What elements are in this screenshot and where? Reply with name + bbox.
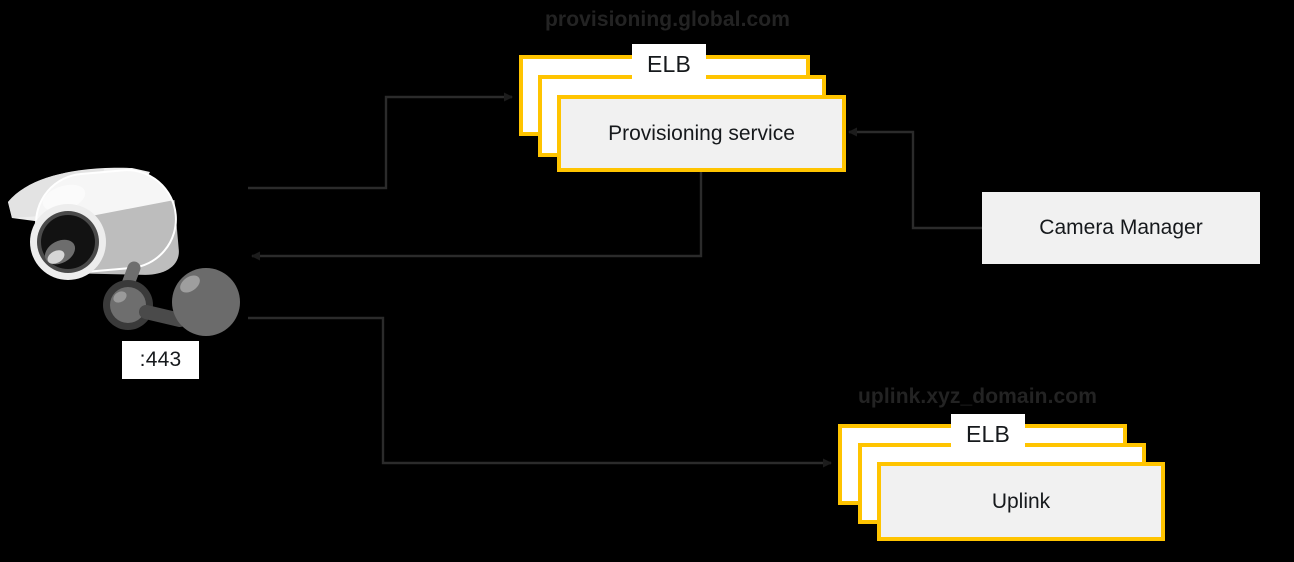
port-label-text: :443 <box>139 348 182 371</box>
provisioning-elb-text: ELB <box>646 51 692 77</box>
uplink-elb-text: ELB <box>965 421 1011 447</box>
security-camera-icon <box>8 167 240 336</box>
edge-camera-manager-to-provisioning <box>848 127 982 230</box>
provisioning-card-front[interactable] <box>557 95 846 172</box>
uplink-card-front[interactable] <box>877 462 1165 541</box>
provisioning-service-label: Provisioning service <box>608 121 795 145</box>
uplink-elb-label: ELB <box>951 414 1025 455</box>
edge-provisioning-to-camera <box>251 172 703 261</box>
camera-manager-box[interactable]: Camera Manager <box>982 192 1260 264</box>
domain-label-uplink: uplink.xyz_domain.com <box>858 385 1097 408</box>
port-label: :443 <box>122 341 199 379</box>
camera-manager-label: Camera Manager <box>1039 216 1203 239</box>
edge-camera-to-uplink <box>248 316 832 468</box>
edge-camera-to-provisioning <box>248 92 513 190</box>
uplink-service-label: Uplink <box>991 489 1051 513</box>
provisioning-elb-label: ELB <box>632 44 706 85</box>
domain-label-provisioning: provisioning.global.com <box>545 8 790 31</box>
